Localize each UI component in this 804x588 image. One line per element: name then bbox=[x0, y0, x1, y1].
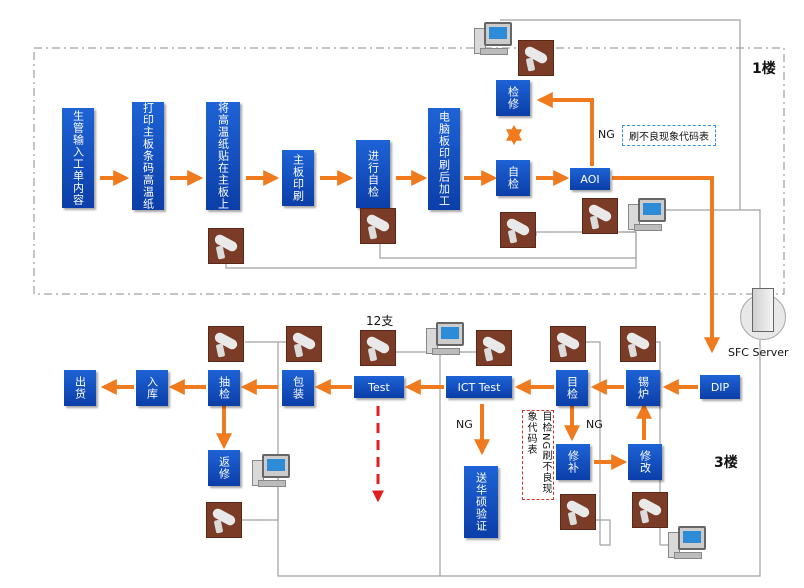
step-visual-check: 目检 bbox=[556, 370, 588, 406]
floor1-label: 1楼 bbox=[752, 61, 776, 77]
check-ng-label: NG bbox=[586, 418, 603, 431]
step-warehouse: 入库 bbox=[136, 370, 168, 406]
step-attach-label: 将高温纸贴在主板上 bbox=[206, 102, 240, 210]
step-aoi: AOI bbox=[570, 168, 610, 190]
sfc-server-label: SFC Server bbox=[728, 346, 789, 359]
step-packing: 包装 bbox=[282, 370, 314, 406]
step-send-verify: 送华硕验证 bbox=[464, 466, 498, 538]
step-return-repair: 返修 bbox=[208, 450, 240, 486]
step-print-barcode: 打印主板条码高温纸 bbox=[132, 102, 164, 210]
barcode-scanner-icon bbox=[360, 208, 396, 244]
sfc-server-icon bbox=[740, 288, 786, 340]
barcode-scanner-icon bbox=[476, 330, 512, 366]
barcode-scanner-icon bbox=[560, 494, 596, 530]
step-solder-oven: 锡炉 bbox=[626, 370, 660, 406]
floor3-arrows bbox=[100, 379, 698, 470]
barcode-scanner-icon bbox=[620, 326, 656, 362]
step-modify: 修改 bbox=[628, 444, 662, 480]
step-patch: 修补 bbox=[556, 444, 590, 480]
step-dip: DIP bbox=[700, 375, 740, 399]
barcode-scanner-icon bbox=[208, 326, 244, 362]
step-repair: 检修 bbox=[496, 80, 530, 116]
step-board-print: 主板印刷 bbox=[282, 150, 314, 206]
barcode-scanner-icon bbox=[550, 326, 586, 362]
floor1-boundary bbox=[33, 47, 785, 295]
step-ship: 出货 bbox=[64, 370, 96, 406]
floor3-label: 3楼 bbox=[714, 455, 738, 471]
test-count-label: 12支 bbox=[366, 314, 394, 328]
barcode-scanner-icon bbox=[632, 492, 668, 528]
step-sampling: 抽检 bbox=[208, 370, 240, 406]
floor1-arrows bbox=[100, 92, 720, 354]
barcode-scanner-icon bbox=[500, 212, 536, 248]
floor1-ng-code-table: 刷不良现象代码表 bbox=[622, 125, 716, 146]
floor1-ng-label: NG bbox=[598, 128, 615, 141]
barcode-scanner-icon bbox=[518, 40, 554, 76]
step-post-process: 电脑板印刷后加工 bbox=[428, 108, 460, 210]
step-self-check: 自检 bbox=[496, 160, 530, 196]
floor3-ng-code-table: 目检NG刷不良现象代码表 bbox=[522, 410, 554, 500]
barcode-scanner-icon bbox=[582, 198, 618, 234]
barcode-scanner-icon bbox=[206, 502, 242, 538]
barcode-scanner-icon bbox=[208, 228, 244, 264]
ict-ng-label: NG bbox=[456, 418, 473, 431]
step-test: Test bbox=[354, 376, 404, 398]
step-enter-work-order: 生管输入工单内容 bbox=[62, 108, 94, 208]
barcode-scanner-icon bbox=[286, 326, 322, 362]
step-ict-test: ICT Test bbox=[446, 376, 512, 398]
barcode-scanner-icon bbox=[360, 330, 396, 366]
step-self-inspect: 进行自检 bbox=[356, 140, 390, 208]
